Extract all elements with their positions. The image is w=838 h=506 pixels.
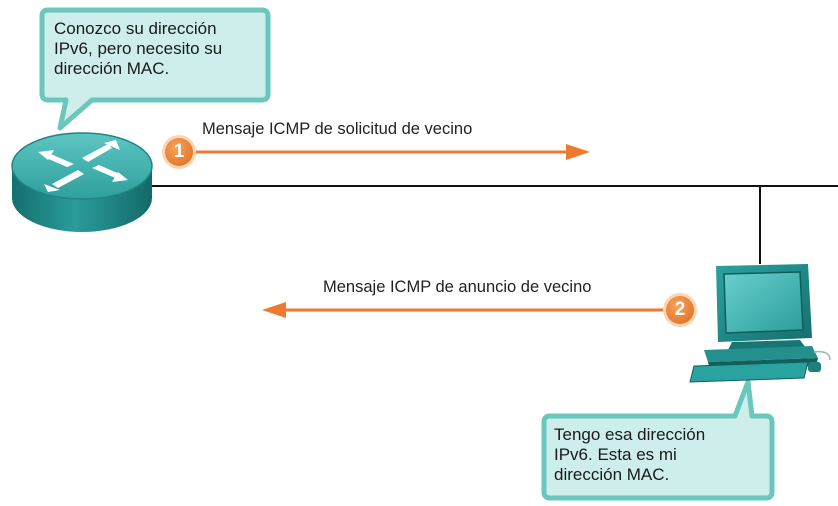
arrow-neighbor-advertisement [262, 302, 672, 318]
router-speech-bubble [39, 7, 271, 131]
arrow-neighbor-solicitation [192, 144, 590, 160]
message-label-advertisement: Mensaje ICMP de anuncio de vecino [323, 278, 592, 296]
step-badge-1 [162, 135, 196, 169]
step-badge-2-number: 2 [674, 299, 686, 320]
router-icon [11, 132, 153, 232]
message-label-solicitation: Mensaje ICMP de solicitud de vecino [202, 120, 473, 138]
pc-bubble-text: Tengo esa dirección IPv6. Esta es mi dir… [554, 425, 706, 484]
step-badge-2 [663, 293, 697, 327]
pc-speech-bubble [541, 379, 775, 501]
step-badge-1-number: 1 [173, 141, 185, 162]
desktop-computer-icon [689, 264, 831, 383]
router-bubble-text: Conozco su dirección IPv6, pero necesito… [54, 19, 223, 78]
